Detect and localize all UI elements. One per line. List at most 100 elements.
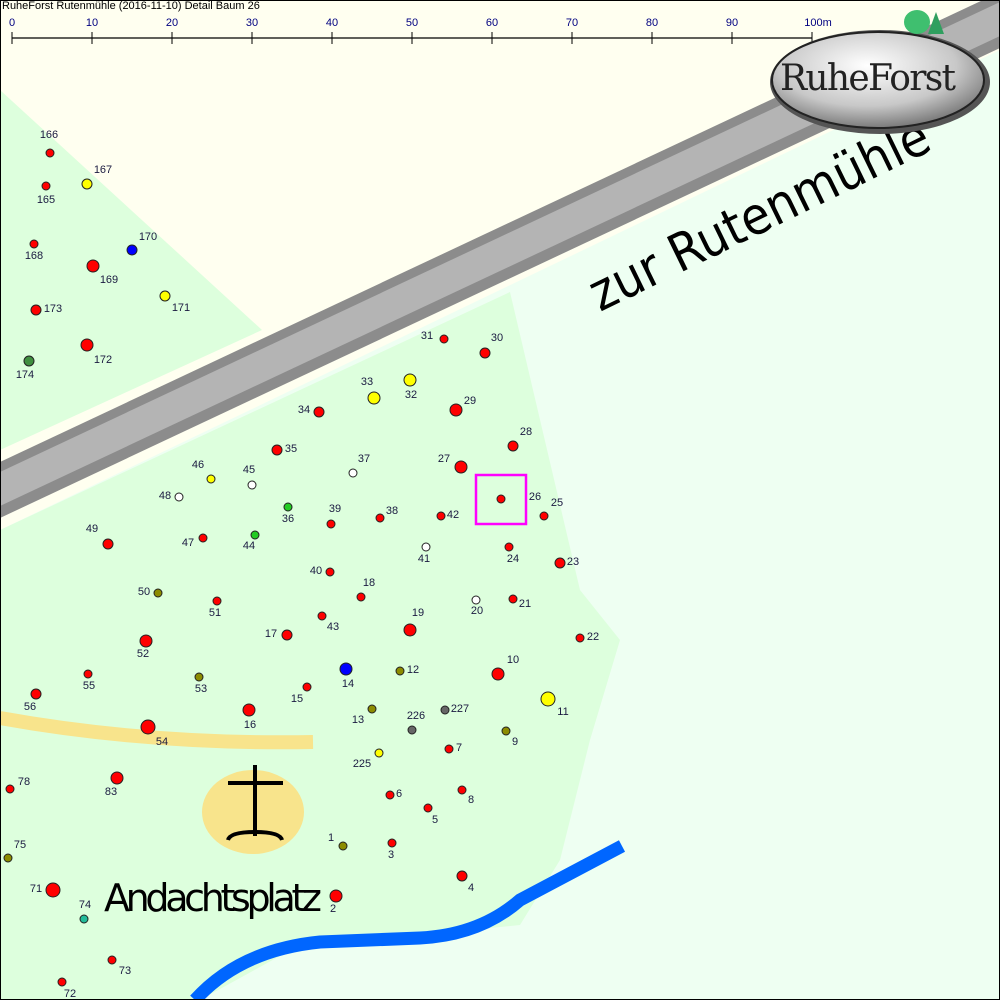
tree-marker-55[interactable]: 55 [83,669,95,692]
tree-dot[interactable] [317,611,327,621]
tree-marker-174[interactable]: 174 [16,355,35,381]
tree-dot[interactable] [194,672,204,682]
tree-dot[interactable] [271,444,283,456]
tree-marker-74[interactable]: 74 [79,899,91,924]
tree-marker-38[interactable]: 38 [375,505,398,523]
tree-marker-225[interactable]: 225 [353,748,384,770]
tree-marker-10[interactable]: 10 [491,654,519,681]
tree-dot[interactable] [575,633,585,643]
tree-marker-52[interactable]: 52 [137,634,153,660]
tree-dot[interactable] [110,771,124,785]
tree-dot[interactable] [326,519,336,529]
tree-dot[interactable] [457,785,467,795]
tree-marker-15[interactable]: 15 [291,682,312,705]
tree-marker-25[interactable]: 25 [539,497,563,521]
tree-dot[interactable] [242,703,256,717]
tree-dot[interactable] [407,725,417,735]
tree-dot[interactable] [313,406,325,418]
tree-dot[interactable] [23,355,35,367]
tree-dot[interactable] [159,290,171,302]
tree-dot[interactable] [440,705,450,715]
tree-marker-5[interactable]: 5 [423,803,438,826]
tree-marker-42[interactable]: 42 [436,509,459,521]
tree-dot[interactable] [206,474,216,484]
tree-dot[interactable] [423,803,433,813]
tree-dot[interactable] [79,914,89,924]
tree-dot[interactable] [3,853,13,863]
tree-dot[interactable] [247,480,257,490]
tree-marker-24[interactable]: 24 [504,542,519,565]
tree-marker-36[interactable]: 36 [282,502,294,525]
tree-marker-18[interactable]: 18 [356,577,375,602]
tree-dot[interactable] [153,588,163,598]
tree-marker-53[interactable]: 53 [194,672,207,695]
tree-dot[interactable] [456,870,468,882]
tree-dot[interactable] [338,841,348,851]
tree-marker-35[interactable]: 35 [271,443,297,456]
tree-dot[interactable] [554,557,566,569]
tree-dot[interactable] [126,244,138,256]
tree-marker-75[interactable]: 75 [3,839,26,863]
tree-marker-40[interactable]: 40 [310,565,335,577]
tree-dot[interactable] [395,666,405,676]
tree-marker-167[interactable]: 167 [81,164,112,190]
tree-dot[interactable] [375,513,385,523]
tree-marker-46[interactable]: 46 [192,459,216,484]
tree-marker-169[interactable]: 169 [86,259,118,286]
tree-dot[interactable] [421,542,431,552]
tree-marker-30[interactable]: 30 [479,332,503,359]
tree-dot[interactable] [374,748,384,758]
tree-dot[interactable] [367,704,377,714]
tree-dot[interactable] [479,347,491,359]
tree-dot[interactable] [139,634,153,648]
tree-dot[interactable] [504,542,514,552]
tree-marker-7[interactable]: 7 [444,742,462,754]
tree-dot[interactable] [41,181,51,191]
tree-dot[interactable] [449,403,463,417]
tree-marker-47[interactable]: 47 [182,533,208,549]
tree-dot[interactable] [348,468,358,478]
tree-dot[interactable] [454,460,468,474]
tree-dot[interactable] [30,304,42,316]
tree-marker-45[interactable]: 45 [243,464,257,490]
tree-marker-56[interactable]: 56 [24,688,42,713]
tree-marker-226[interactable]: 226 [407,710,425,735]
tree-marker-19[interactable]: 19 [403,607,424,637]
tree-dot[interactable] [436,511,446,521]
tree-marker-31[interactable]: 31 [421,330,449,344]
tree-dot[interactable] [403,373,417,387]
tree-dot[interactable] [45,148,55,158]
tree-dot[interactable] [212,596,222,606]
tree-marker-49[interactable]: 49 [86,523,114,550]
tree-dot[interactable] [140,719,156,735]
tree-marker-4[interactable]: 4 [456,870,474,894]
tree-dot[interactable] [281,629,293,641]
tree-marker-73[interactable]: 73 [107,955,131,977]
tree-marker-37[interactable]: 37 [348,453,370,478]
tree-marker-3[interactable]: 3 [387,838,397,861]
tree-dot[interactable] [302,682,312,692]
tree-marker-83[interactable]: 83 [105,771,124,798]
tree-marker-170[interactable]: 170 [126,231,157,256]
tree-dot[interactable] [439,334,449,344]
tree-marker-172[interactable]: 172 [80,338,112,366]
tree-marker-41[interactable]: 41 [418,542,431,565]
tree-dot[interactable] [57,977,67,987]
tree-dot[interactable] [385,790,395,800]
tree-dot[interactable] [5,784,15,794]
tree-marker-6[interactable]: 6 [385,788,402,800]
tree-marker-21[interactable]: 21 [508,594,531,610]
tree-dot[interactable] [387,838,397,848]
tree-dot[interactable] [501,726,511,736]
tree-marker-13[interactable]: 13 [352,704,377,726]
tree-dot[interactable] [329,889,343,903]
tree-dot[interactable] [508,594,518,604]
tree-marker-173[interactable]: 173 [30,303,62,316]
tree-marker-11[interactable]: 11 [540,691,569,718]
tree-dot[interactable] [107,955,117,965]
tree-marker-1[interactable]: 1 [328,832,348,851]
tree-dot[interactable] [367,391,381,405]
tree-dot[interactable] [283,502,293,512]
tree-marker-44[interactable]: 44 [243,530,260,552]
